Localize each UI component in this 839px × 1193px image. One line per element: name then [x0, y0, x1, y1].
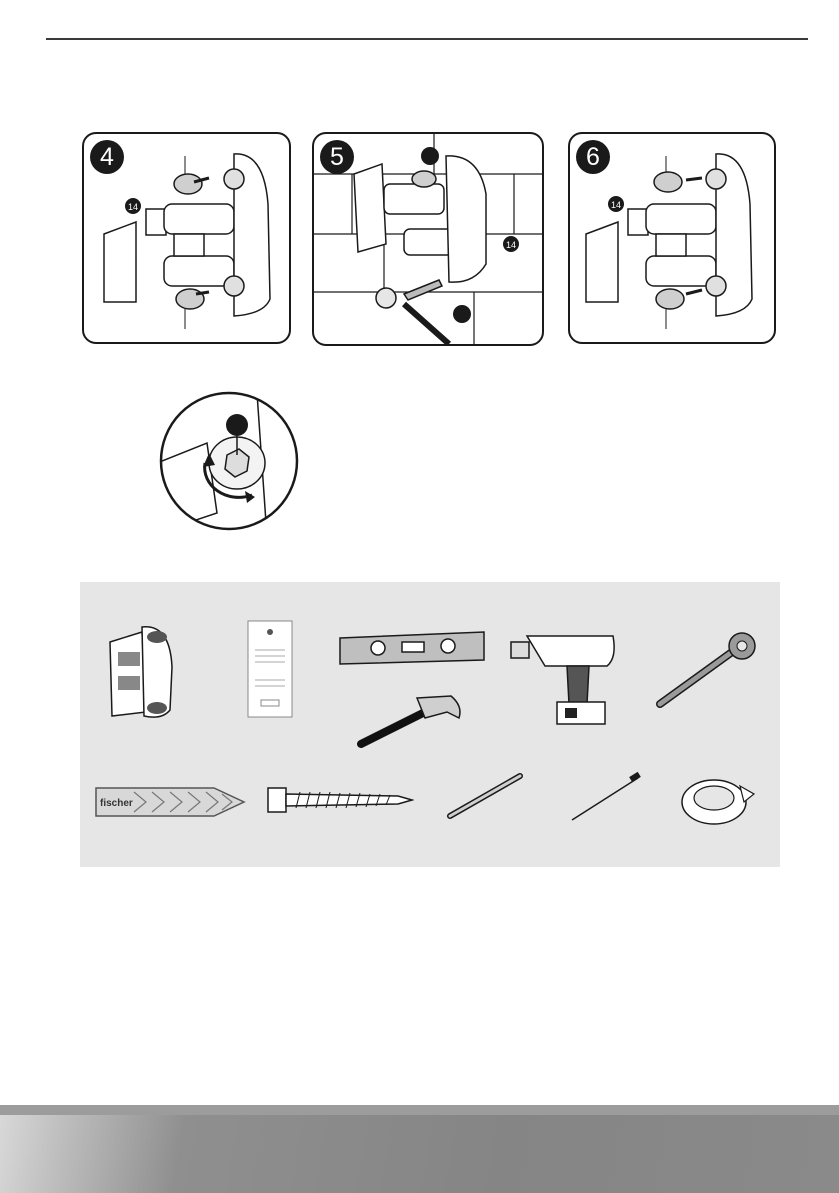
brand-label: fischer [100, 798, 133, 809]
washer-ring-icon [678, 772, 758, 828]
drill-bit-icon [444, 770, 526, 822]
step-badge: 6 [576, 140, 610, 174]
wall-plug-icon: fischer [94, 782, 246, 822]
footer-top-strip [0, 1105, 839, 1115]
footer-band [0, 1105, 839, 1193]
allen-key-icon [568, 772, 644, 824]
wall-plate-icon [247, 620, 293, 718]
callout-14: 14 [506, 240, 516, 250]
hammer-icon [355, 688, 467, 750]
spirit-level-icon [338, 630, 486, 666]
mount-bracket-icon [102, 612, 174, 722]
lag-screw-icon [266, 782, 414, 818]
required-tools-panel: fischer [80, 582, 780, 867]
wrench-icon [650, 630, 762, 714]
step-badge: 4 [90, 140, 124, 174]
callout-14: 14 [611, 200, 621, 210]
step-4-panel: 4 14 [82, 132, 291, 344]
power-drill-icon [507, 628, 619, 728]
step-5-panel: 5 14 [312, 132, 544, 346]
step-badge: 5 [320, 140, 354, 174]
nut-detail-illustration [157, 383, 301, 537]
header-rule [46, 38, 808, 40]
zoom-detail-circle [157, 383, 301, 537]
step-6-panel: 6 14 [568, 132, 776, 344]
callout-14: 14 [128, 202, 138, 212]
